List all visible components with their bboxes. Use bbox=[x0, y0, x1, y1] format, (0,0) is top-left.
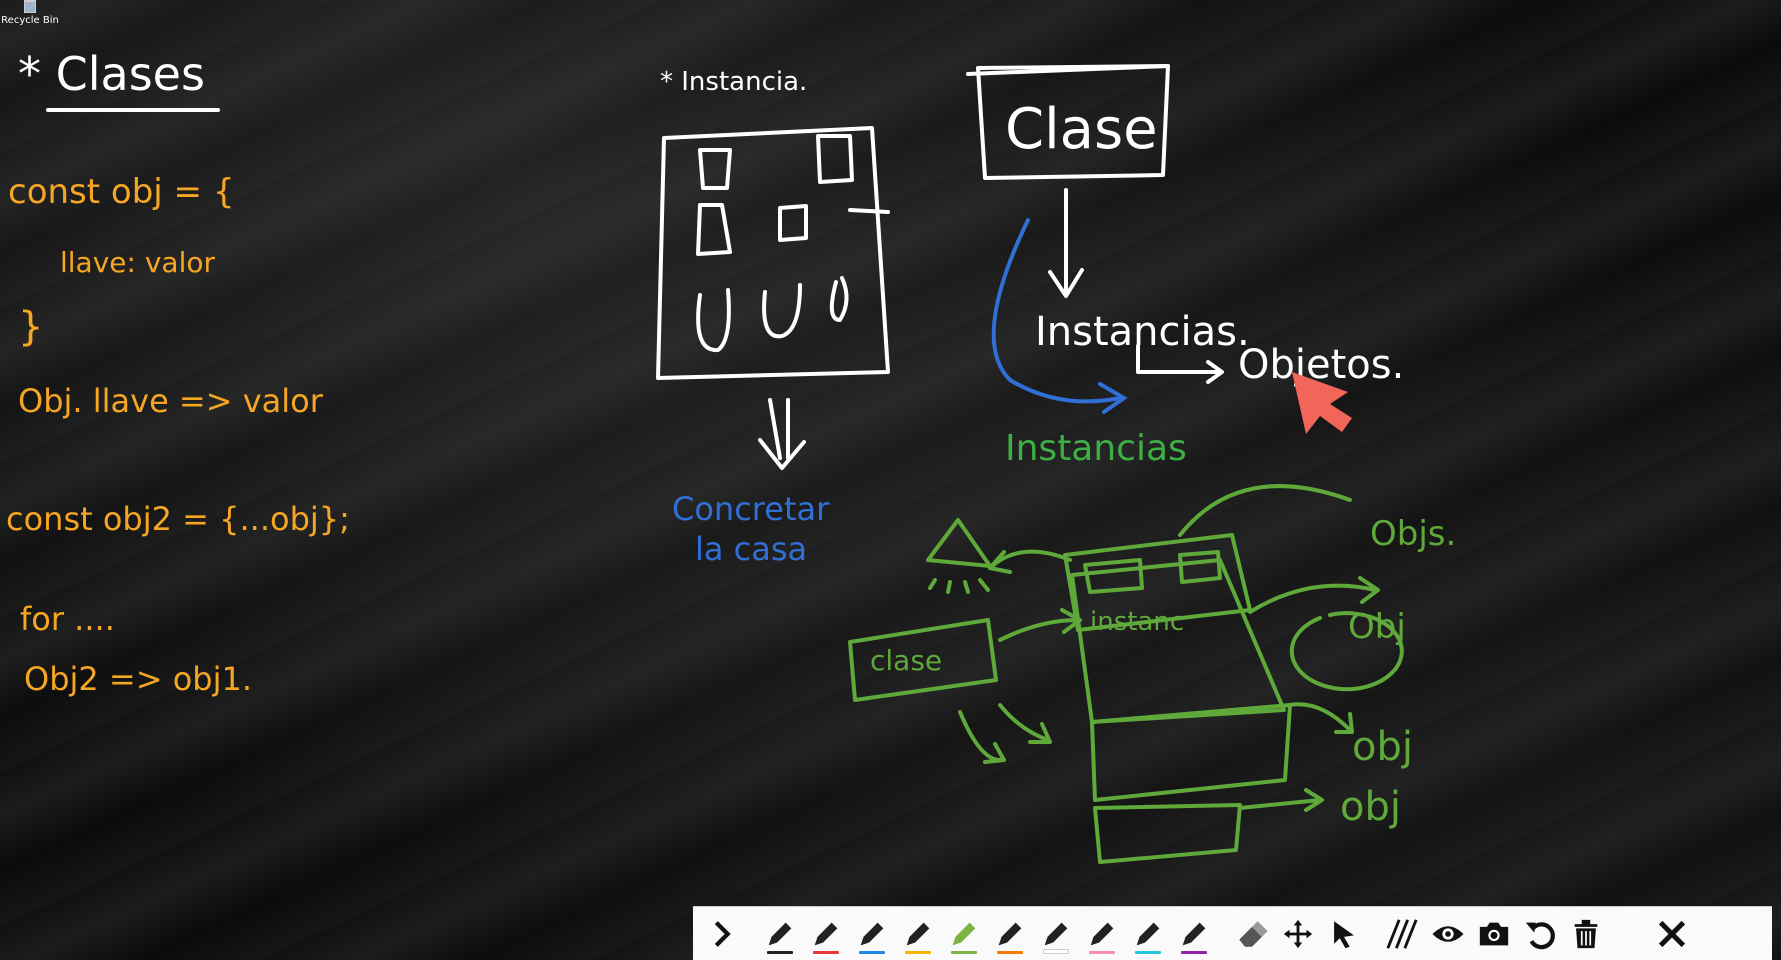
pen-color-swatch bbox=[997, 950, 1023, 954]
pen-icon bbox=[860, 922, 884, 945]
instancia-title: * Instancia. bbox=[660, 67, 807, 97]
code-line-7: Obj2 => obj1. bbox=[24, 660, 252, 698]
code-line-5: const obj2 = {...obj}; bbox=[6, 500, 350, 538]
pen-icon bbox=[814, 922, 838, 945]
code-line-3: } bbox=[18, 304, 43, 350]
clase-box-label: clase bbox=[870, 644, 942, 677]
camera-icon bbox=[1479, 922, 1509, 945]
pen-icon bbox=[906, 922, 930, 945]
hatch-icon bbox=[1386, 918, 1418, 949]
pen-color-swatch bbox=[1181, 950, 1207, 954]
code-line-6: for .... bbox=[20, 600, 115, 638]
move-button[interactable] bbox=[1275, 911, 1321, 957]
pen-color-swatch bbox=[1089, 950, 1115, 954]
pen-icon bbox=[1044, 922, 1068, 945]
select-button[interactable] bbox=[1321, 911, 1367, 957]
left-notes: * Clases const obj = { llave: valor } Ob… bbox=[6, 47, 350, 698]
pen-icon bbox=[1136, 922, 1160, 945]
pen-yellow-button[interactable] bbox=[895, 911, 941, 957]
pointer-icon bbox=[1334, 920, 1354, 948]
eye-icon bbox=[1432, 925, 1464, 942]
pen-icon bbox=[952, 922, 976, 945]
pen-color-swatch bbox=[813, 950, 839, 954]
pen-purple-button[interactable] bbox=[1171, 911, 1217, 957]
pen-blue-button[interactable] bbox=[849, 911, 895, 957]
close-icon bbox=[1658, 920, 1686, 947]
undo-button[interactable] bbox=[1517, 911, 1563, 957]
instance-box-label: instanc bbox=[1090, 607, 1184, 637]
pen-green-button[interactable] bbox=[941, 911, 987, 957]
pen-icon bbox=[1182, 922, 1206, 945]
clase-box bbox=[966, 64, 1224, 384]
code-line-4: Obj. llave => valor bbox=[18, 382, 324, 420]
pen-icon bbox=[998, 922, 1022, 945]
chevron-right-icon bbox=[714, 920, 731, 947]
instancias-green-label: Instancias bbox=[1005, 428, 1187, 469]
pen-color-swatch bbox=[1135, 950, 1161, 954]
caption-line-2: la casa bbox=[695, 530, 807, 568]
house-sketch bbox=[656, 126, 890, 470]
clases-heading: * Clases bbox=[18, 47, 205, 101]
green-diagram bbox=[848, 484, 1404, 864]
pen-teal-button[interactable] bbox=[1125, 911, 1171, 957]
eraser-icon bbox=[1239, 920, 1268, 947]
pen-color-swatch bbox=[951, 950, 977, 954]
screenshot-button[interactable] bbox=[1471, 911, 1517, 957]
obj-label-2: obj bbox=[1340, 784, 1401, 830]
instances-label: Instancias. bbox=[1035, 309, 1250, 355]
pen-color-swatch bbox=[1043, 948, 1069, 954]
blue-curved-arrow bbox=[991, 218, 1128, 414]
pen-color-swatch bbox=[905, 950, 931, 954]
pen-black-button[interactable] bbox=[757, 911, 803, 957]
pen-white-button[interactable] bbox=[1033, 911, 1079, 957]
close-button[interactable] bbox=[1649, 911, 1695, 957]
lines-button[interactable] bbox=[1379, 911, 1425, 957]
recycle-bin-label: Recycle Bin bbox=[1, 15, 59, 26]
obj-circle-label: Obj bbox=[1348, 607, 1406, 647]
clear-button[interactable] bbox=[1563, 911, 1609, 957]
recycle-bin-icon bbox=[24, 0, 36, 13]
pen-orange-button[interactable] bbox=[987, 911, 1033, 957]
obj-label-1: obj bbox=[1352, 724, 1413, 770]
collapse-button[interactable] bbox=[699, 911, 745, 957]
pen-pink-button[interactable] bbox=[1079, 911, 1125, 957]
pen-icon bbox=[768, 922, 792, 945]
code-line-1: const obj = { bbox=[8, 172, 234, 212]
pen-color-swatch bbox=[767, 950, 793, 954]
clase-label: Clase bbox=[1005, 97, 1158, 162]
recycle-bin-shortcut[interactable]: Recycle Bin bbox=[0, 0, 60, 32]
pen-color-swatch bbox=[859, 950, 885, 954]
undo-icon bbox=[1525, 921, 1555, 949]
caption-line-1: Concretar bbox=[672, 490, 830, 528]
code-line-2: llave: valor bbox=[60, 246, 215, 279]
objs-label: Objs. bbox=[1370, 514, 1456, 554]
laser-pointer-icon bbox=[1292, 372, 1352, 434]
pen-icon bbox=[1090, 922, 1114, 945]
move-icon bbox=[1283, 919, 1313, 948]
objects-label: Objetos. bbox=[1238, 342, 1404, 388]
pen-red-button[interactable] bbox=[803, 911, 849, 957]
visibility-button[interactable] bbox=[1425, 911, 1471, 957]
annotation-toolbar bbox=[693, 906, 1772, 960]
eraser-button[interactable] bbox=[1229, 911, 1275, 957]
trash-icon bbox=[1574, 919, 1598, 948]
